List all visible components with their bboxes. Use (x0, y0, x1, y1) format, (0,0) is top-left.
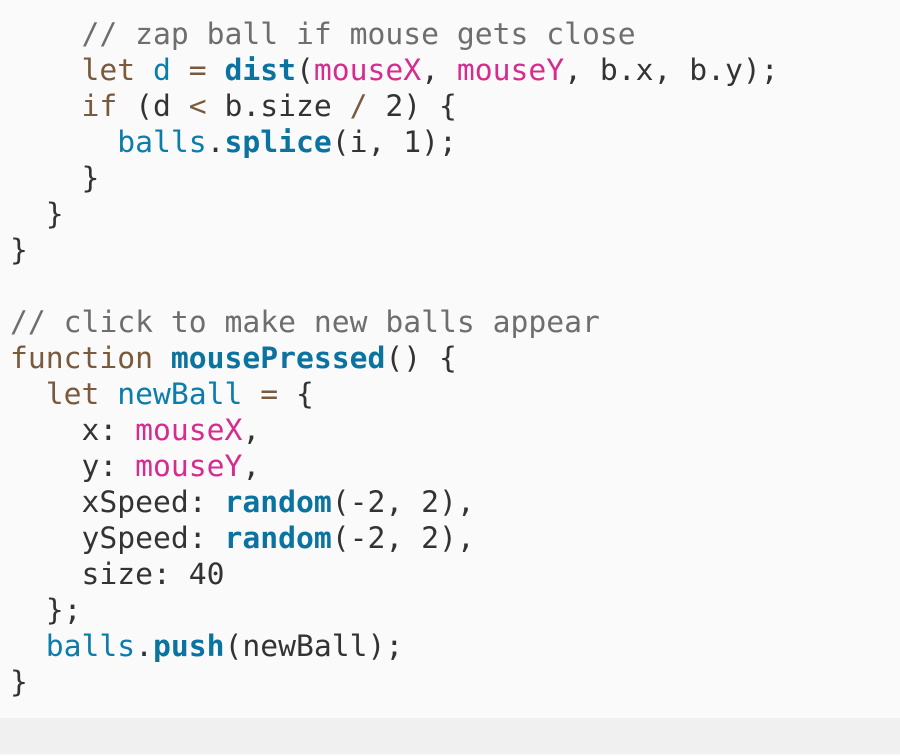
token-code-text: } (10, 665, 28, 700)
token-code-text: . (135, 629, 153, 664)
token-code-text: xSpeed: (10, 485, 225, 520)
token-keyword: < (188, 89, 207, 124)
token-code-text: }; (10, 593, 82, 628)
code-line: } (10, 161, 779, 197)
token-keyword: let (45, 377, 100, 412)
token-global-variable: mouseX (135, 413, 243, 448)
code-line: } (10, 665, 779, 701)
code-line: let newBall = { (10, 377, 779, 413)
token-code-text: } (10, 161, 100, 196)
code-line: balls.splice(i, 1); (10, 125, 779, 161)
token-code-text: } (10, 197, 64, 232)
token-code-text: (-2, 2), (331, 485, 475, 520)
token-code-text: } (10, 233, 28, 268)
code-line: } (10, 233, 779, 269)
token-comment: // zap ball if mouse gets close (81, 17, 636, 52)
token-variable: d (153, 53, 171, 88)
bottom-bar (0, 718, 900, 754)
code-line: let d = dist(mouseX, mouseY, b.x, b.y); (10, 53, 779, 89)
token-code-text: (-2, 2), (331, 521, 475, 556)
token-code-text: . (206, 125, 225, 160)
token-code-text: (d (117, 89, 189, 124)
token-code-text (10, 53, 82, 88)
token-function-name: push (153, 629, 225, 664)
token-global-variable: mouseY (456, 53, 565, 88)
token-code-text: b.size (206, 89, 350, 124)
token-keyword: = (260, 377, 279, 412)
code-line: x: mouseX, (10, 413, 779, 449)
token-keyword: if (81, 89, 118, 124)
code-line: balls.push(newBall); (10, 629, 779, 665)
token-code-text: { (278, 377, 314, 412)
token-code-text: ySpeed: (10, 521, 225, 556)
token-code-text (10, 125, 117, 160)
token-code-text: 2) { (367, 89, 457, 124)
token-comment: // click to make new balls appear (10, 305, 600, 340)
token-code-text (10, 377, 46, 412)
token-global-variable: mouseY (135, 449, 243, 484)
code-line: // click to make new balls appear (10, 305, 779, 341)
token-code-text (135, 53, 153, 88)
token-keyword: = (188, 53, 207, 88)
code-line: function mousePressed() { (10, 341, 779, 377)
token-code-text: (i, 1); (331, 125, 457, 160)
token-keyword: / (349, 89, 368, 124)
token-code-text: size: 40 (10, 557, 225, 592)
token-code-text: (newBall); (224, 629, 404, 664)
code-line: // zap ball if mouse gets close (10, 17, 779, 53)
token-variable: newBall (117, 377, 243, 412)
token-code-text: , (421, 53, 457, 88)
token-code-text: ( (296, 53, 314, 88)
token-code-text (153, 341, 171, 376)
code-line: y: mouseY, (10, 449, 779, 485)
token-code-text (10, 89, 82, 124)
token-code-text: , (242, 413, 261, 448)
code-line: }; (10, 593, 779, 629)
token-code-text: , b.x, b.y); (564, 53, 779, 88)
token-code-text: , (242, 449, 261, 484)
token-variable: balls (45, 629, 136, 664)
token-global-variable: mouseX (313, 53, 422, 88)
token-variable: balls (117, 125, 207, 160)
code-line: size: 40 (10, 557, 779, 593)
token-function-name: dist (224, 53, 297, 88)
code-line: } (10, 197, 779, 233)
token-code-text (242, 377, 260, 412)
token-code-text (99, 377, 117, 412)
token-function-name: splice (224, 125, 332, 160)
code-line: xSpeed: random(-2, 2), (10, 485, 779, 521)
code-line (10, 269, 779, 305)
token-code-text (207, 53, 225, 88)
token-code-text (171, 53, 189, 88)
token-function-name: random (224, 485, 332, 520)
token-keyword: function (10, 341, 153, 376)
token-keyword: let (81, 53, 136, 88)
token-code-text (10, 629, 46, 664)
token-code-text: x: (10, 413, 136, 448)
code-line: ySpeed: random(-2, 2), (10, 521, 779, 557)
token-code-text (10, 17, 82, 52)
token-function-name: mousePressed (170, 341, 386, 376)
code-line: if (d < b.size / 2) { (10, 89, 779, 125)
token-function-name: random (224, 521, 332, 556)
token-code-text: () { (385, 341, 457, 376)
token-code-text: y: (10, 449, 136, 484)
code-editor[interactable]: // zap ball if mouse gets close let d = … (10, 17, 779, 701)
